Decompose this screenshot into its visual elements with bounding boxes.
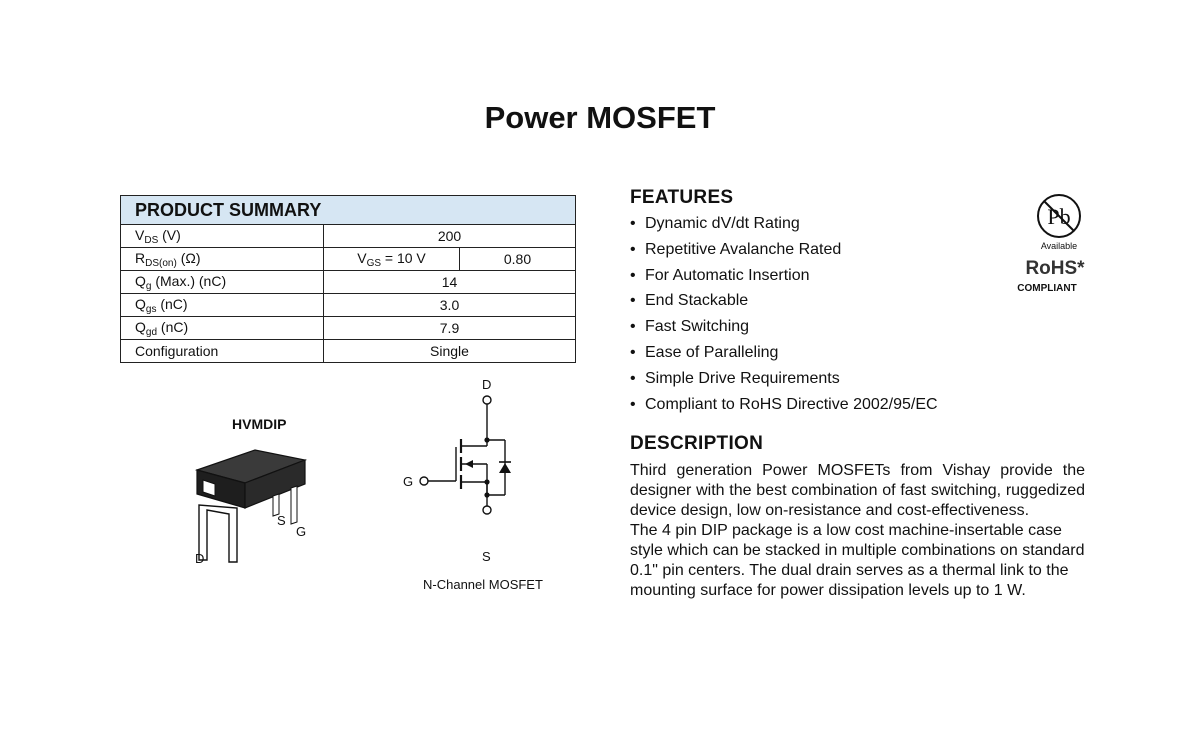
schematic-gate-label: G [403,474,414,489]
list-item: Ease of Paralleling [630,342,938,368]
param-cell: VDS (V) [120,224,324,248]
value-cell: 200 [323,224,576,248]
pb-text: Pb [1047,204,1070,229]
value-cell: 7.9 [323,316,576,340]
table-row: VDS (V) 200 [120,224,576,248]
param-cell: RDS(on) (Ω) [120,247,324,271]
description-paragraph: Third generation Power MOSFETs from Vish… [630,462,1085,519]
product-summary-table: PRODUCT SUMMARY VDS (V) 200 RDS(on) (Ω) … [120,195,576,363]
table-row: RDS(on) (Ω) VGS = 10 V 0.80 [120,247,576,271]
value-cell: 0.80 [459,247,576,271]
list-item: Simple Drive Requirements [630,368,938,394]
description-body: Third generation Power MOSFETs from Vish… [630,461,1085,601]
param-cell: Configuration [120,339,324,363]
rohs-text: RoHS* [1025,258,1085,279]
list-item: Repetitive Avalanche Rated [630,239,938,265]
package-label: HVMDIP [232,416,287,432]
value-cell: 14 [323,270,576,294]
table-row: Qg (Max.) (nC) 14 [120,270,576,294]
package-pin-s: S [277,513,286,528]
condition-cell: VGS = 10 V [323,247,460,271]
table-row: Qgd (nC) 7.9 [120,316,576,340]
list-item: Compliant to RoHS Directive 2002/95/EC [630,394,938,420]
table-header-row: PRODUCT SUMMARY [120,195,576,225]
list-item: Fast Switching [630,316,938,342]
rohs-badge: Pb Available RoHS* COMPLIANT [1017,194,1085,294]
page-title: Power MOSFET [484,100,716,135]
param-cell: Qgs (nC) [120,293,324,317]
description-heading: DESCRIPTION [630,433,764,454]
hvmdip-package-image [194,449,308,563]
schematic-source-label: S [482,549,491,564]
schematic-drain-label: D [482,377,492,392]
package-pin-g: G [296,524,307,539]
package-pin-d: D [195,551,205,566]
param-cell: Qgd (nC) [120,316,324,340]
compliant-text: COMPLIANT [1017,283,1076,294]
available-text: Available [1041,241,1077,251]
features-list: Dynamic dV/dt Rating Repetitive Avalanch… [630,213,938,419]
table-row: Configuration Single [120,339,576,363]
param-cell: Qg (Max.) (nC) [120,270,324,294]
list-item: For Automatic Insertion [630,265,938,291]
value-cell: 3.0 [323,293,576,317]
schematic-caption: N-Channel MOSFET [423,577,543,592]
description-paragraph: The 4 pin DIP package is a low cost mach… [630,522,1085,599]
value-cell: Single [323,339,576,363]
table-row: Qgs (nC) 3.0 [120,293,576,317]
table-header: PRODUCT SUMMARY [120,195,576,225]
features-heading: FEATURES [630,187,734,208]
list-item: End Stackable [630,290,938,316]
list-item: Dynamic dV/dt Rating [630,213,938,239]
n-channel-mosfet-symbol [419,395,511,515]
